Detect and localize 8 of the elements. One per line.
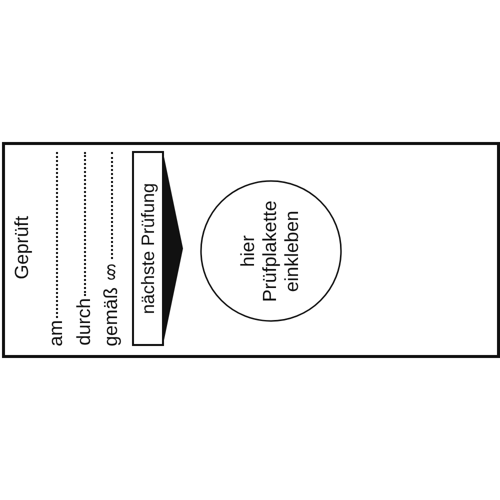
pointer-tag	[132, 151, 184, 346]
field-label: durch	[74, 298, 96, 346]
tag-text: nächste Prüfung	[137, 182, 159, 314]
field-label: am	[46, 320, 68, 346]
field-label: gemäß §	[101, 260, 123, 346]
instruction-text: hier Prüfplakette einkleben	[238, 199, 304, 304]
heading-text: Geprüft	[12, 216, 34, 280]
sticker-circle	[200, 180, 342, 322]
